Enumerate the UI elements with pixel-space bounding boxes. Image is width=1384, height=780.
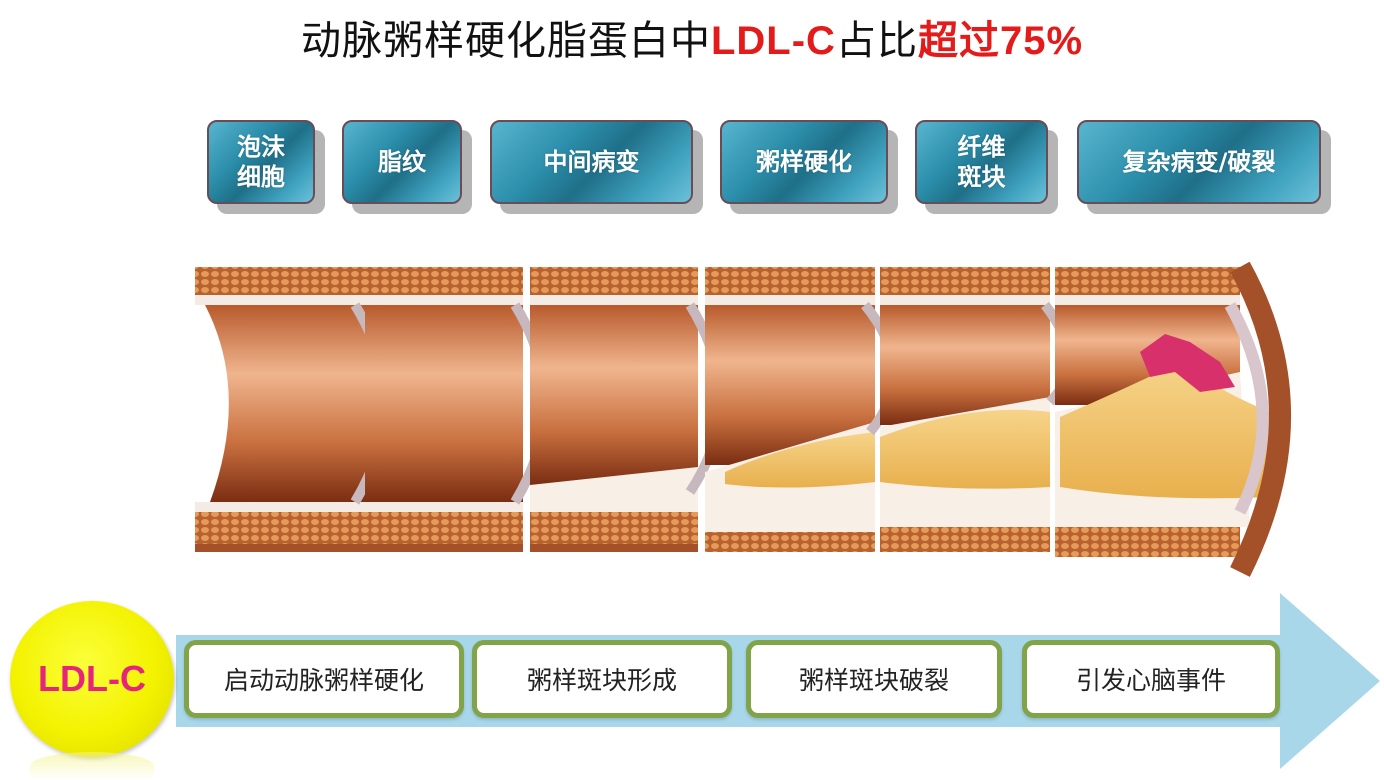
ldl-c-label: LDL-C [38, 658, 146, 699]
timeline-step-label: 启动动脉粥样硬化 [223, 666, 424, 695]
stage-label: 粥样硬化 [756, 148, 852, 176]
stage-fibrous-plaque: 纤维斑块 [915, 120, 1048, 204]
stage-atheroma: 粥样硬化 [720, 120, 888, 204]
ldl-c-badge-reflection [30, 752, 154, 780]
timeline-step-cardio-events: 引发心脑事件 [1022, 640, 1280, 718]
stage-complicated-lesion: 复杂病变/破裂 [1077, 120, 1321, 204]
timeline-step-label: 粥样斑块破裂 [798, 666, 949, 695]
ldl-c-badge: LDL-C [10, 601, 174, 757]
timeline-step-plaque-rupture: 粥样斑块破裂 [746, 640, 1002, 718]
title-highlight-ldl: LDL-C [710, 19, 836, 63]
timeline-step-label: 引发心脑事件 [1075, 666, 1226, 695]
stage-label: 复杂病变/破裂 [1122, 148, 1276, 176]
title-part1: 动脉粥样硬化脂蛋白中 [300, 18, 711, 64]
stage-fatty-streak: 脂纹 [342, 120, 462, 204]
stage-label-line2: 斑块 [957, 163, 1006, 191]
stage-label-line1: 泡沫 [237, 133, 285, 161]
stage-intermediate-lesion: 中间病变 [490, 120, 693, 204]
title-part2: 占比 [835, 18, 918, 64]
page-title: 动脉粥样硬化脂蛋白中LDL-C占比超过75% [0, 8, 1384, 66]
stage-label: 脂纹 [378, 148, 426, 176]
title-highlight-percent: 超过75% [917, 19, 1084, 63]
timeline-arrow-head-icon [1280, 593, 1380, 769]
timeline-step-plaque-formation: 粥样斑块形成 [472, 640, 732, 718]
artery-progression-image [195, 261, 1291, 577]
stage-label-line2: 细胞 [237, 163, 285, 191]
stage-foam-cells: 泡沫细胞 [207, 120, 315, 204]
stage-label-line1: 纤维 [957, 133, 1006, 161]
timeline-step-initiate: 启动动脉粥样硬化 [184, 640, 464, 718]
artery-illustration [190, 261, 1310, 582]
stage-label: 中间病变 [543, 148, 640, 176]
timeline-step-label: 粥样斑块形成 [526, 666, 677, 695]
